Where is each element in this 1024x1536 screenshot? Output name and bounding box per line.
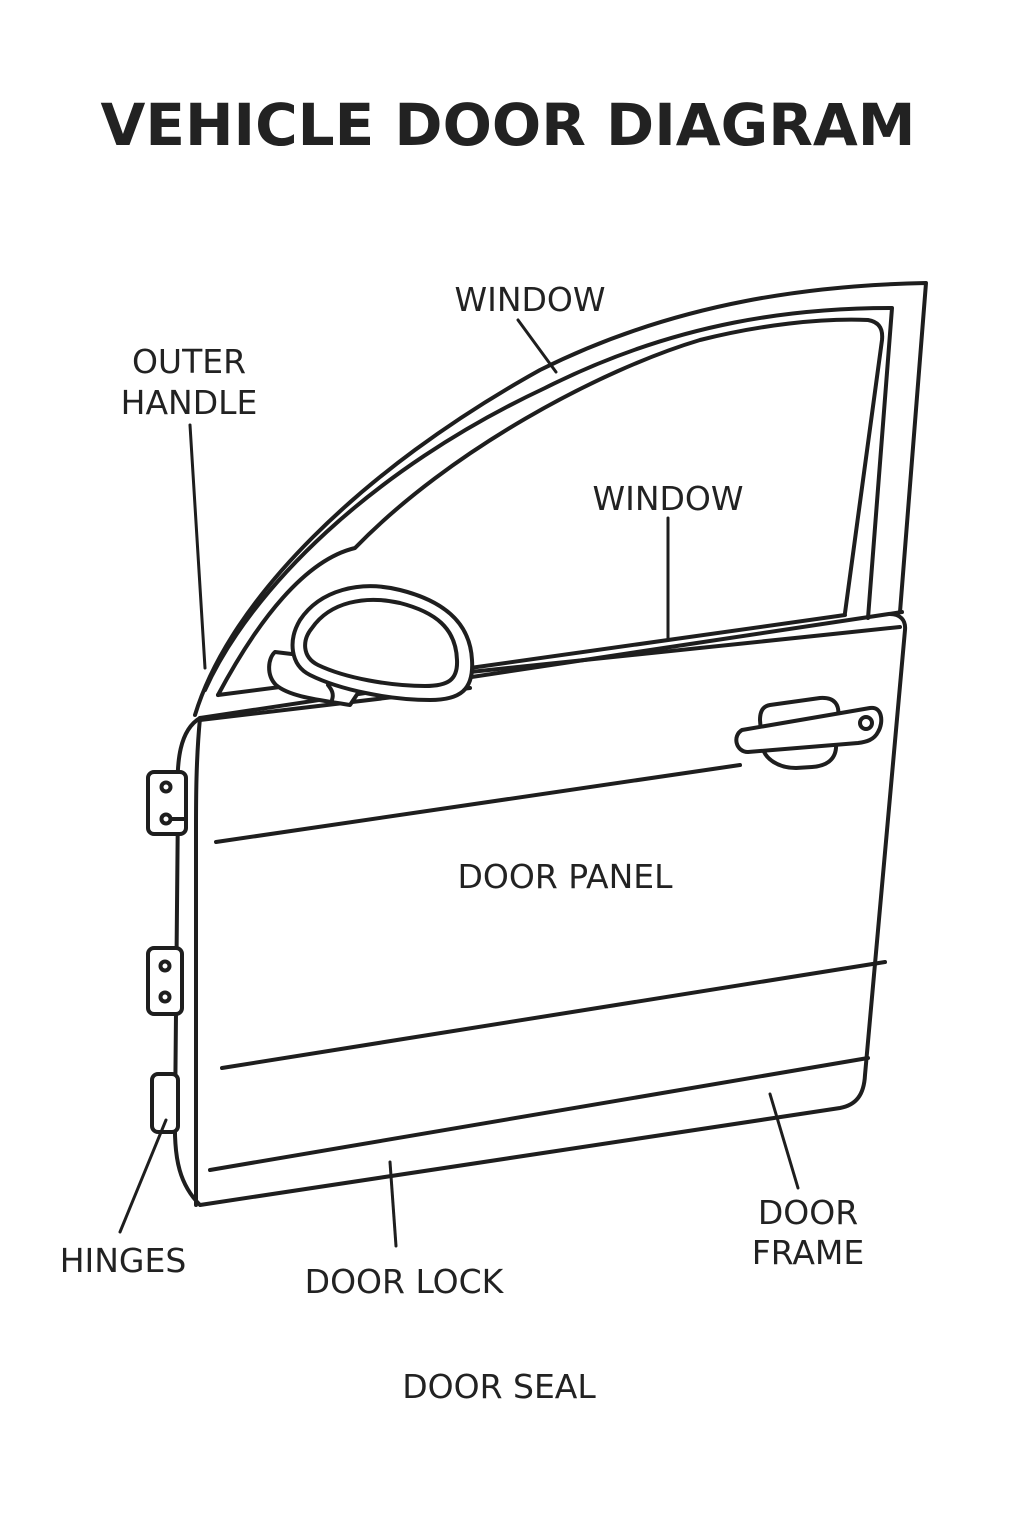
window-glass <box>216 317 885 697</box>
label-outer-handle-line2: HANDLE <box>121 383 258 422</box>
label-door-frame-line1: DOOR <box>758 1193 858 1232</box>
leader-door-lock <box>388 1160 398 1248</box>
leader-hinges <box>118 1118 168 1234</box>
hinge-lower <box>146 946 184 1016</box>
upper-crease <box>214 763 742 844</box>
window-frame-outer-inner <box>203 306 894 692</box>
leader-window-top <box>516 318 558 374</box>
window-frame-outer <box>193 281 928 717</box>
hinge-lower-bolt-2 <box>158 990 172 1004</box>
mirror-glass-rim <box>303 597 460 688</box>
mirror-base <box>326 683 335 702</box>
label-window-top: WINDOW <box>454 280 605 319</box>
door-check-strap <box>150 1072 180 1134</box>
diagram-title: VEHICLE DOOR DIAGRAM <box>100 91 915 159</box>
hinge-upper-bolt-1 <box>159 780 173 794</box>
label-hinges: HINGES <box>60 1241 187 1280</box>
label-door-frame-line2: FRAME <box>752 1233 864 1272</box>
hinges <box>146 770 188 1134</box>
side-mirror <box>267 584 475 707</box>
hinge-lower-bolt-1 <box>158 959 172 973</box>
label-door-lock: DOOR LOCK <box>305 1262 505 1301</box>
lower-crease <box>220 960 887 1070</box>
label-door-panel: DOOR PANEL <box>457 857 673 896</box>
label-window-mid: WINDOW <box>592 479 743 518</box>
rocker-line <box>208 1056 870 1172</box>
handle-grip <box>734 705 884 754</box>
labels: WINDOW OUTER HANDLE WINDOW DOOR PANEL DO… <box>60 280 865 1406</box>
leader-outer-handle <box>188 423 207 670</box>
door-drawing <box>146 281 928 1207</box>
leader-door-frame <box>768 1092 800 1190</box>
leader-lines <box>118 318 800 1248</box>
handle-lock-cylinder <box>858 715 874 731</box>
door-front-edge <box>194 716 202 1207</box>
label-door-seal: DOOR SEAL <box>402 1367 596 1406</box>
outer-handle <box>734 695 884 770</box>
label-outer-handle-line1: OUTER <box>132 342 246 381</box>
